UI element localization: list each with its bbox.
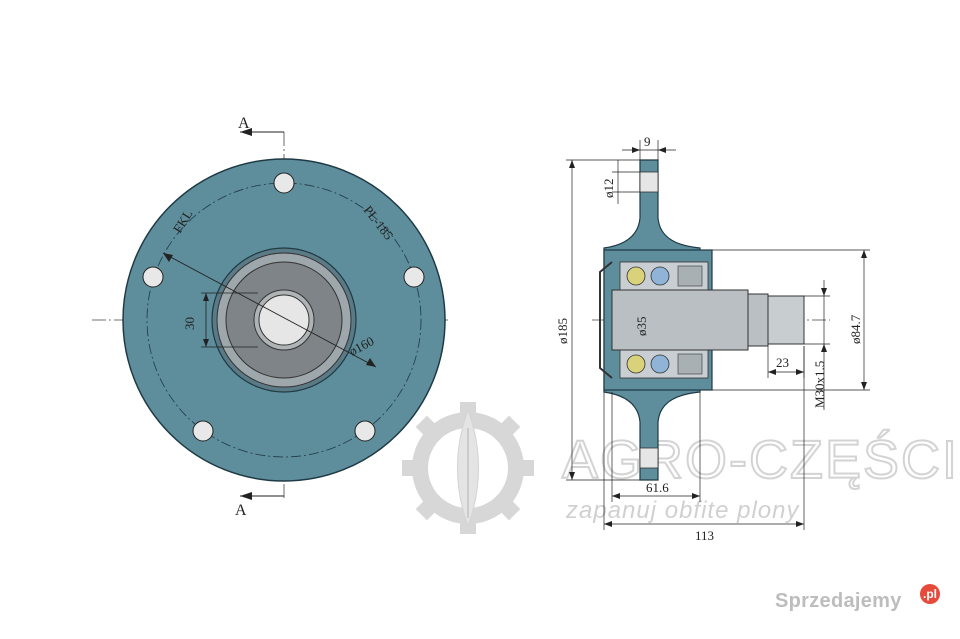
- dim-shaft: ø35: [634, 317, 649, 337]
- shaft: [611, 289, 749, 351]
- dim-housing: ø84.7: [848, 314, 863, 344]
- gear-logo-icon: [402, 402, 534, 534]
- bolt-circle: [146, 182, 422, 458]
- dim-total-length: 113: [695, 528, 714, 543]
- seal: [677, 353, 703, 375]
- dim-thread-length: 23: [776, 355, 789, 370]
- dimension-lines: [566, 140, 870, 530]
- dim-flange-diameter: ø185: [555, 318, 570, 344]
- bearing-ball: [650, 354, 670, 374]
- watermark: AGRO-CZĘŚCI zapanuj obfite plony: [402, 402, 959, 534]
- bolt-hole: [273, 172, 295, 194]
- section-marker-top: A: [238, 115, 284, 136]
- bearing-ball: [626, 266, 646, 286]
- shaft-step: [747, 293, 769, 347]
- dim-flange-thickness: 9: [644, 134, 651, 149]
- bolt-hole: [142, 266, 164, 288]
- dim-thread: M30x1.5: [812, 361, 827, 408]
- bore-dimension: 30: [182, 292, 258, 348]
- dim-bore: 30: [182, 317, 197, 330]
- threaded-end: [767, 295, 805, 345]
- watermark-brand: AGRO-CZĘŚCI: [562, 429, 959, 490]
- section-label-bottom: A: [235, 502, 247, 519]
- bolt-hole: [192, 420, 214, 442]
- site-badge-name: Sprzedajemy: [775, 590, 902, 612]
- front-view: A A: [92, 115, 448, 519]
- dimension-arrows: [569, 147, 867, 527]
- dust-cap: [599, 261, 613, 379]
- bolt-hole: [354, 420, 376, 442]
- side-view: 9 ø12 ø185 ø35 23 M30x1.5 ø84.7 61.6 113: [555, 134, 870, 543]
- bolt-hole-section: [639, 171, 659, 193]
- watermark-slogan: zapanuj obfite plony: [565, 497, 800, 524]
- seal: [677, 265, 703, 287]
- dim-bolt-hole: ø12: [601, 179, 616, 199]
- bolt-hole-section: [639, 447, 659, 469]
- bearing-ball: [650, 266, 670, 286]
- bearing-ball: [626, 354, 646, 374]
- dim-partial-length: 61.6: [646, 480, 669, 495]
- bolt-hole: [403, 266, 425, 288]
- section-label-top: A: [238, 115, 250, 132]
- diameter-leader: [162, 252, 377, 368]
- bore: [258, 294, 310, 346]
- site-badge-suffix: .pl: [920, 584, 940, 604]
- section-marker-bottom: A: [235, 492, 284, 519]
